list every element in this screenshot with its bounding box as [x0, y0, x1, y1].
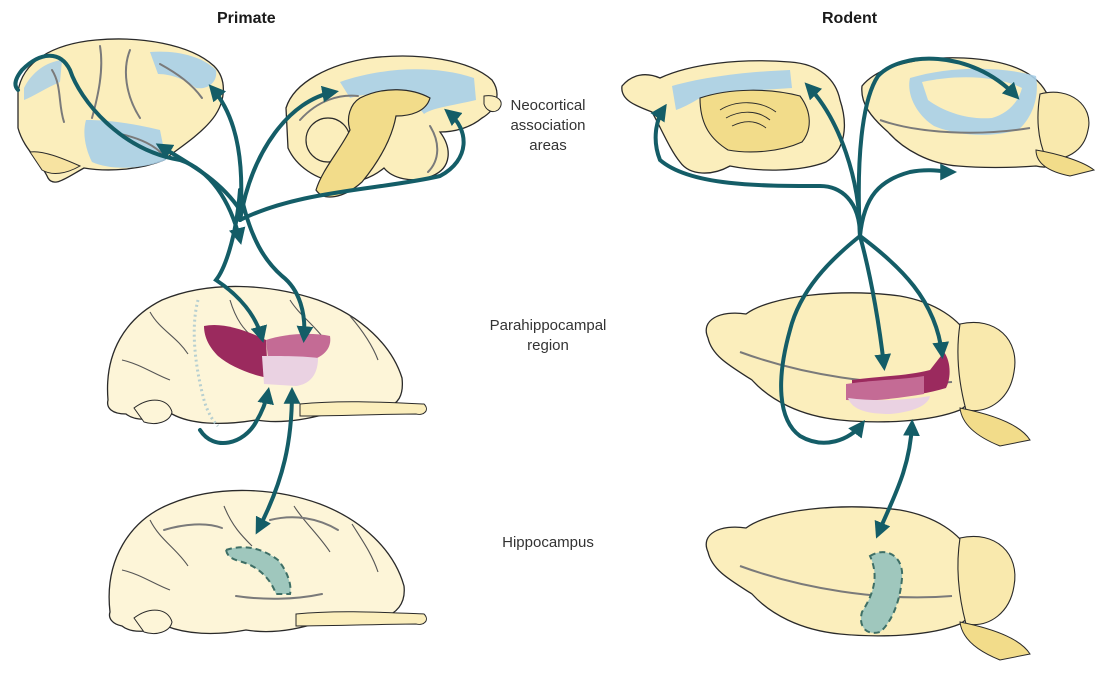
label-neocortical-line3: areas [478, 136, 618, 156]
rodent-neocortex-medial [622, 61, 845, 173]
arrow-primate-to-lateral-mid [160, 146, 240, 210]
label-hippocampus-line1: Hippocampus [478, 533, 618, 553]
label-parahippocampal: Parahippocampal region [478, 316, 618, 356]
label-neocortical-line1: Neocortical [478, 96, 618, 116]
rodent-brain-parahippocampal [706, 293, 1030, 446]
rodent-neocortex-lateral [862, 58, 1094, 176]
label-parahippocampal-line2: region [478, 336, 618, 356]
primate-neocortex-lateral [18, 39, 223, 182]
label-neocortical-line2: association [478, 116, 618, 136]
primate-brain-parahippocampal [108, 286, 427, 426]
primate-title: Primate [217, 10, 276, 28]
label-neocortical: Neocortical association areas [478, 96, 618, 156]
arrow-rodent-to-lateral-bottom [860, 170, 952, 236]
label-hippocampus: Hippocampus [478, 533, 618, 553]
rodent-brain-hippocampus [706, 507, 1030, 660]
label-parahippocampal-line1: Parahippocampal [478, 316, 618, 336]
rodent-title: Rodent [822, 10, 877, 28]
primate-neocortex-medial [286, 56, 501, 197]
